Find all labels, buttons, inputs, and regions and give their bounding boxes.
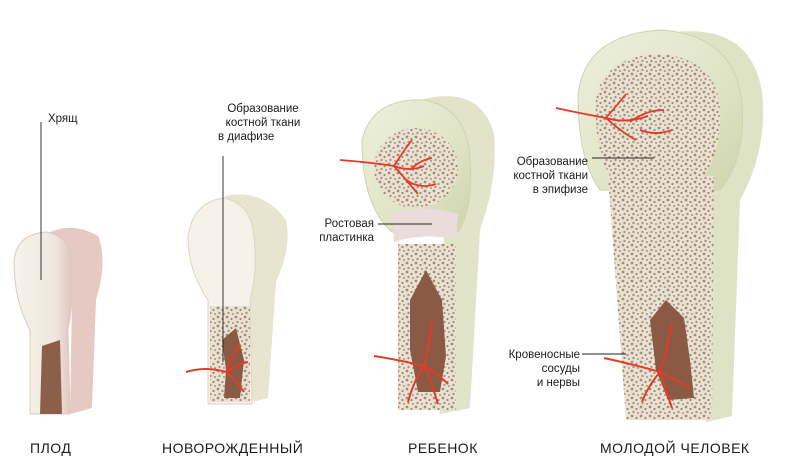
stage-title-young-adult: МОЛОДОЙ ЧЕЛОВЕК [600,440,750,456]
epiphysis-label-line-3: в эпифизе [532,184,588,196]
adult-shaft [608,176,714,420]
child-diaphysis-vessel [373,319,449,405]
child-bone [339,96,495,414]
child-growth-plate [392,208,458,242]
fetus-primary-ossification [40,340,62,414]
adult-epiphysis-vessel [555,93,673,141]
cartilage-label: Хрящ [48,113,78,125]
diaphysis-label-line-1: Образование [227,103,299,115]
epiphysis-label-line-2: костной ткани [513,170,588,182]
vessels-nerves-label: Кровеносные сосуды и нервы [496,348,580,390]
newborn-bone [185,194,288,405]
child-epiphysis-vessel [339,139,437,195]
vessels-line-2: сосуды [541,363,580,375]
leader-lines [40,122,654,362]
stage-title-child: РЕБЕНОК [408,440,478,456]
vessels-line-3: и нервы [536,377,580,389]
young-adult-bone [555,29,764,423]
growth-plate-line-2: пластинка [319,232,374,244]
stage-title-fetus: ПЛОД [30,440,72,456]
growth-plate-line-1: Ростовая [324,218,374,230]
child-marrow [410,270,446,392]
diaphysis-ossification-label: Образование костной ткани в диафизе [218,102,308,144]
epiphysis-ossification-label: Образование костной ткани в эпифизе [498,155,588,197]
fetus-bone [13,227,103,415]
fetus-cartilage-side [50,227,103,414]
epiphysis-label-line-1: Образование [516,156,588,168]
adult-diaphysis-vessel [603,323,691,409]
growth-plate-label: Ростовая пластинка [290,217,374,245]
newborn-vessel [185,343,249,393]
diaphysis-label-line-3: в диафизе [218,131,275,143]
vessels-line-1: Кровеносные [508,349,580,361]
diaphysis-label-line-2: костной ткани [225,117,301,129]
stage-title-newborn: НОВОРОЖДЕННЫЙ [162,440,304,456]
adult-epiphysis-bone [595,54,721,176]
